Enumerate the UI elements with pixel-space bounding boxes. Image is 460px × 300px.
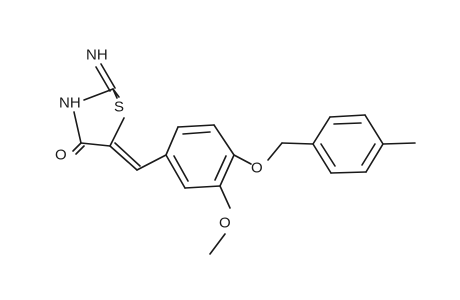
bond-b1-b2 [165, 126, 179, 156]
bond-t5-t6 [330, 171, 367, 174]
bond-o-me [209, 233, 226, 255]
tolyl-ring [312, 114, 416, 174]
bond-c4-o-b [75, 145, 85, 155]
bond-n3-c4 [73, 111, 82, 144]
bond-c5-ch-b [114, 142, 141, 167]
bond-b4-o [233, 154, 252, 165]
bond-c4-c5 [80, 142, 111, 147]
bond-t4-t5-inner [361, 143, 376, 166]
bond-c4-o-a [72, 142, 82, 152]
atom-labels: NH NH S O O O [55, 47, 263, 232]
imine-label: NH [86, 47, 108, 64]
carbonyl-oxygen-label: O [55, 147, 67, 164]
bond-ch2-ring [281, 142, 314, 145]
bond-b5-o [219, 185, 231, 209]
bond-t3-t4 [364, 114, 384, 145]
bond-c2-n3 [83, 88, 114, 101]
bond-b2-b3-inner [182, 131, 211, 135]
bond-t4-t5 [365, 143, 384, 173]
bond-t6-t1 [312, 143, 332, 174]
thiazolidinone-ring [72, 63, 125, 155]
methoxy-oxygen-label: O [219, 215, 231, 232]
bond-o-ch2 [267, 142, 283, 161]
bond-b3-b4 [213, 124, 235, 156]
central-benzene-ring [165, 124, 235, 189]
bond-b4-b5-inner [214, 155, 227, 181]
bond-c5-ch-a [109, 145, 138, 171]
benzyloxy-linker [233, 142, 314, 165]
bond-b6-b1-inner [173, 155, 189, 182]
bond-t1-t2 [312, 116, 331, 145]
bond-t2-t3 [329, 114, 366, 118]
bond-ch-ring [136, 154, 167, 171]
bond-b2-b3 [177, 124, 215, 128]
bond-t2-t3-inner [333, 122, 362, 125]
bond-t4-methyl [382, 142, 416, 145]
ether-oxygen-label: O [251, 160, 263, 177]
bond-c2-imine-a [100, 63, 116, 89]
methylidene-linker [109, 142, 167, 171]
methoxy-group [209, 185, 231, 255]
bond-b4-b5 [219, 154, 235, 187]
bond-c2-imine-b [95, 66, 111, 92]
thiazole-nh-label: NH [59, 95, 81, 112]
bond-c2-s2 [112, 88, 120, 98]
bond-b5-b6 [184, 185, 221, 189]
sulfur-label: S [114, 99, 124, 116]
bond-t6-t1-inner [320, 143, 336, 167]
bond-b6-b1 [165, 154, 186, 189]
bond-s-c5 [109, 117, 125, 147]
